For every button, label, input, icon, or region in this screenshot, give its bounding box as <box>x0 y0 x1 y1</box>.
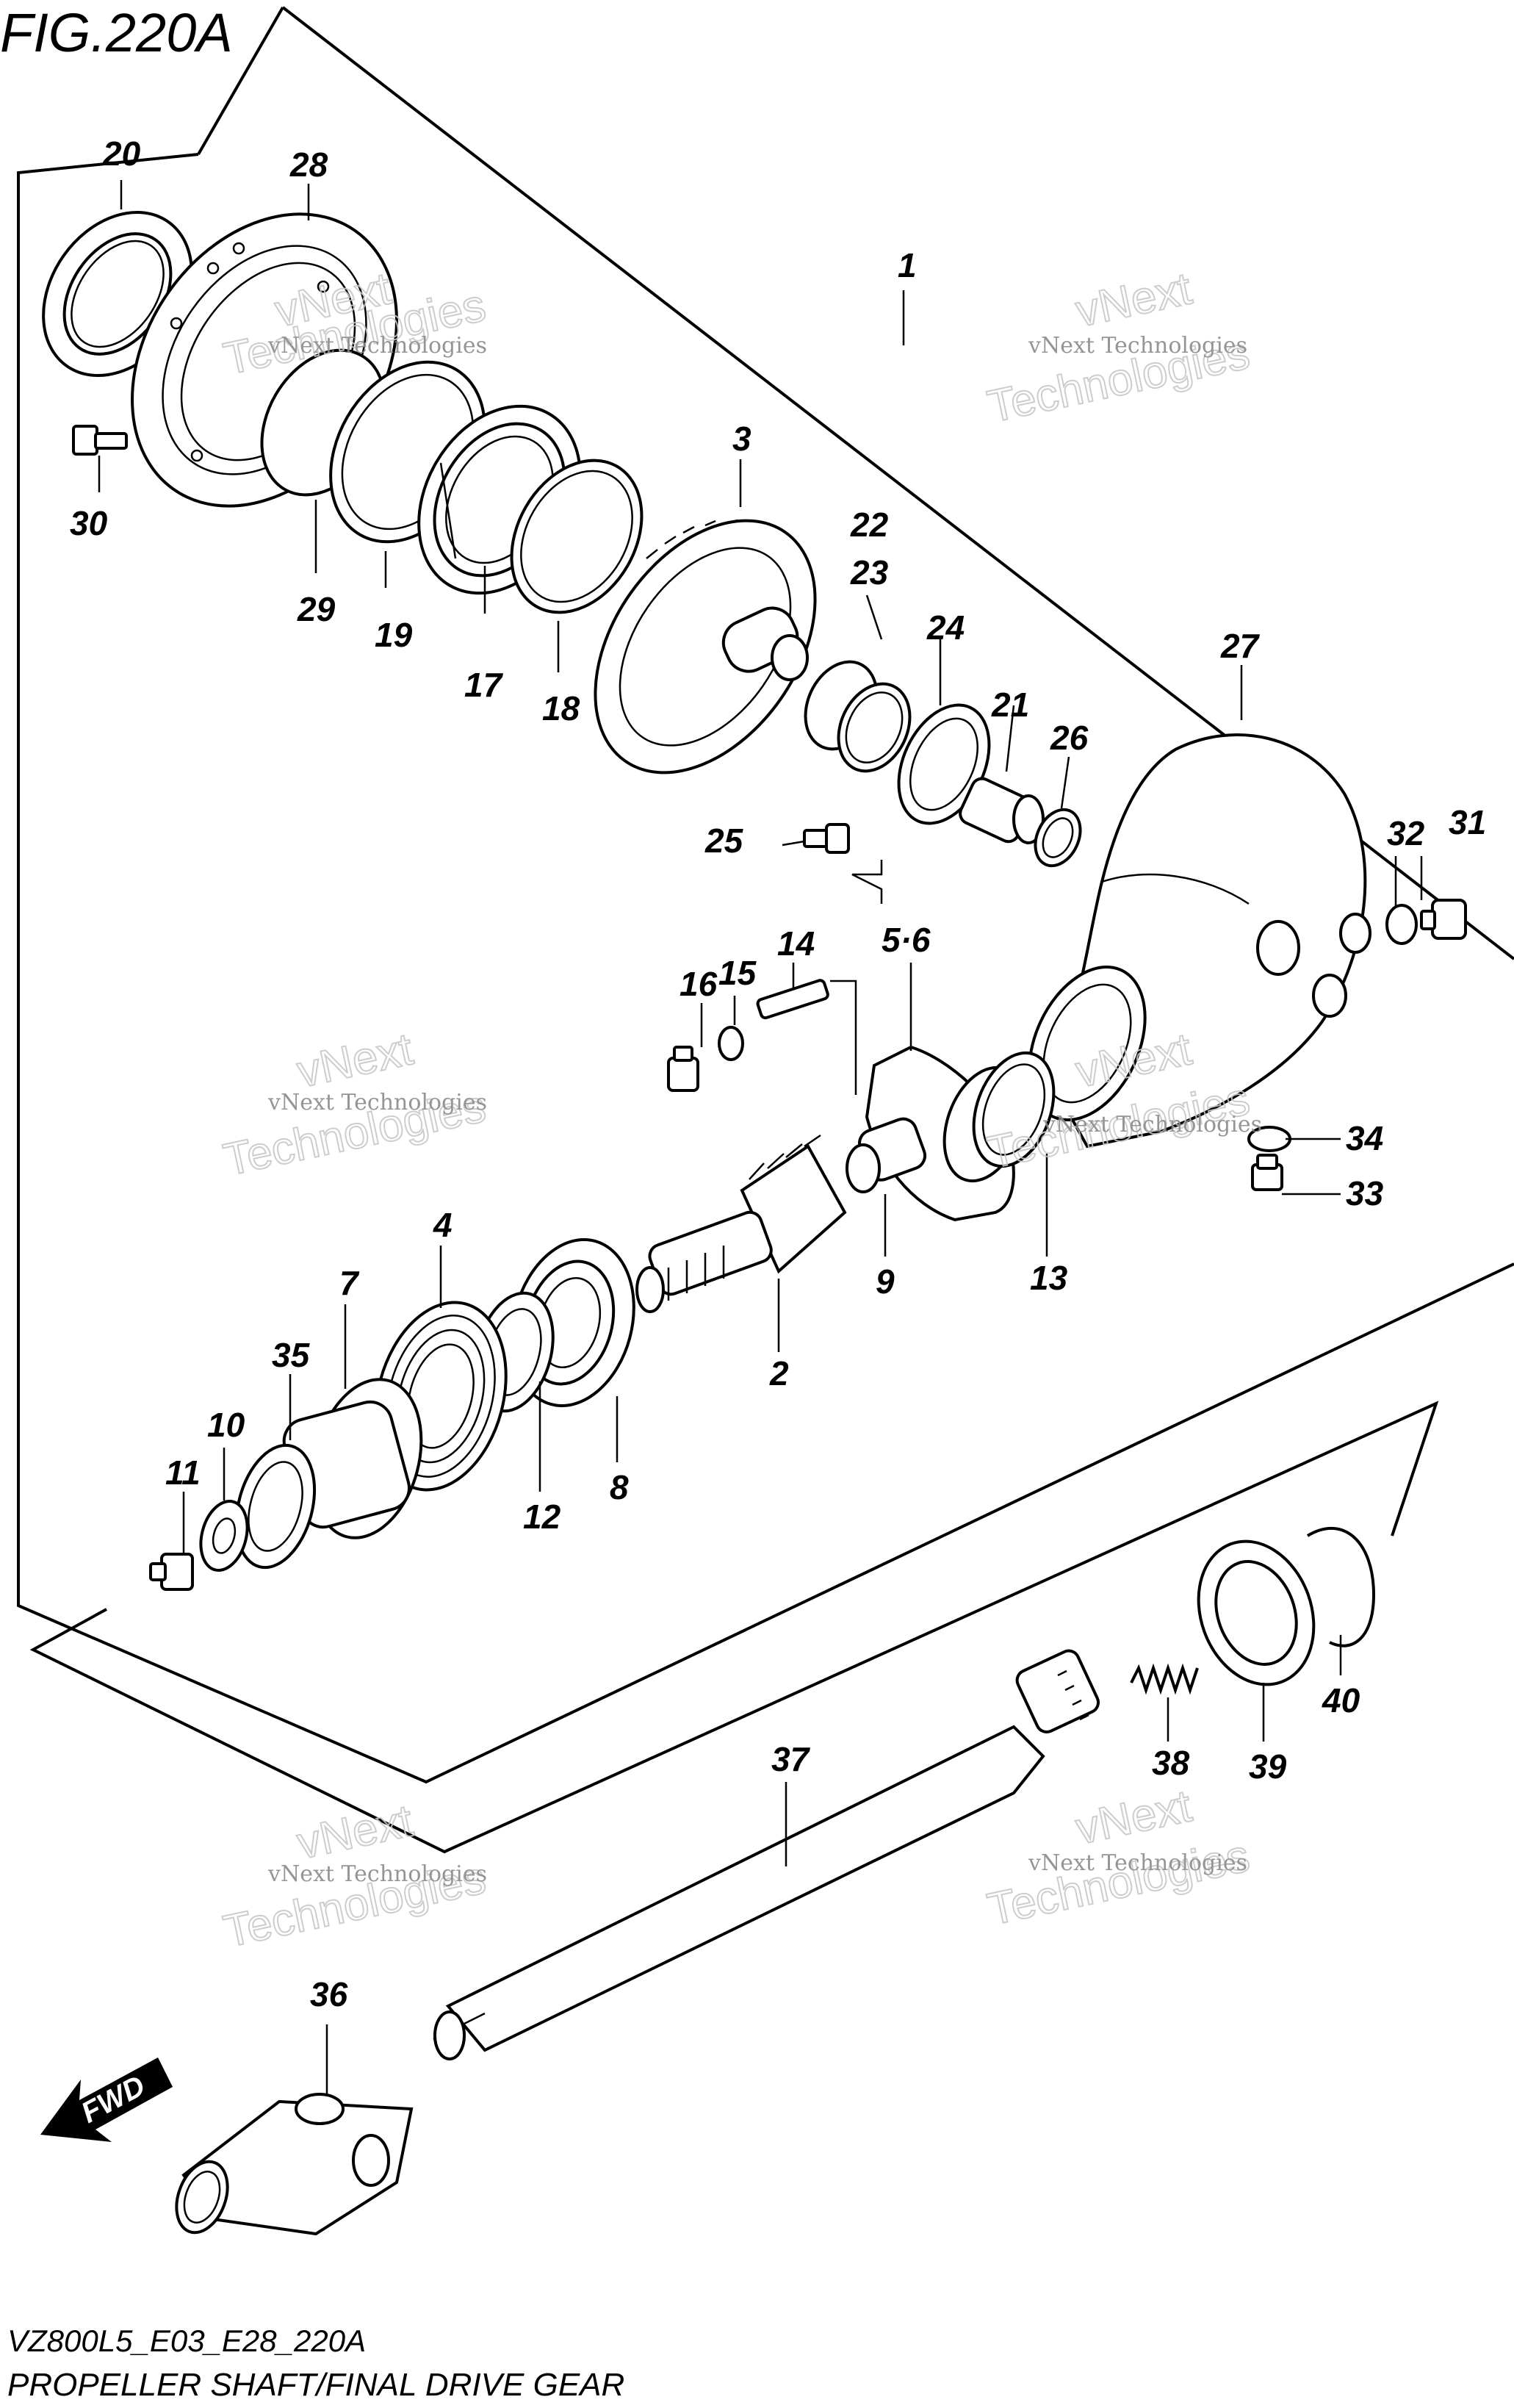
fwd-arrow-icon <box>40 2057 173 2142</box>
svg-text:vNext: vNext <box>293 1795 417 1869</box>
callout-23: 23 <box>850 553 889 592</box>
ring-gear-3[interactable] <box>550 480 861 814</box>
callout-24: 24 <box>926 608 965 647</box>
propeller-shaft-37[interactable] <box>433 1647 1102 2060</box>
oil-seal-26[interactable] <box>1027 802 1089 873</box>
universal-joint-36[interactable] <box>167 2093 414 2240</box>
drain-plug-33[interactable] <box>1251 1154 1283 1191</box>
final-gear-case-27[interactable] <box>1006 733 1371 1149</box>
svg-text:vNext: vNext <box>1072 263 1196 337</box>
callout-19: 19 <box>375 616 413 654</box>
coupling-35[interactable] <box>224 1397 414 1576</box>
shim-13[interactable] <box>930 1042 1069 1193</box>
callout-5-6: 5·6 <box>882 921 931 959</box>
nut-11[interactable] <box>149 1553 194 1591</box>
callout-13: 13 <box>1030 1259 1068 1297</box>
callout-12: 12 <box>523 1498 561 1536</box>
callout-14: 14 <box>777 924 815 963</box>
callout-31: 31 <box>1449 803 1486 841</box>
spring-seat-39[interactable] <box>1179 1525 1333 1700</box>
watermark-top-right: vNext Technologies vNext Technologies <box>983 262 1255 433</box>
callout-1: 1 <box>898 246 917 284</box>
figure-title: FIG.220A <box>0 2 233 63</box>
shim-22-23[interactable] <box>792 650 923 783</box>
callout-20: 20 <box>102 134 141 173</box>
svg-text:vNext Technologies: vNext Technologies <box>267 1861 487 1887</box>
callout-2: 2 <box>769 1354 789 1392</box>
callout-33: 33 <box>1346 1174 1384 1212</box>
callout-32: 32 <box>1387 814 1425 852</box>
shaft-group-outline <box>29 1401 1439 1854</box>
callout-26: 26 <box>1050 719 1089 757</box>
leader-bracket-14 <box>830 980 857 1095</box>
callout-17: 17 <box>464 666 504 704</box>
leader-lines <box>98 180 1423 2094</box>
callout-25: 25 <box>704 822 744 860</box>
svg-text:vNext: vNext <box>1072 1780 1196 1854</box>
nut-16[interactable] <box>667 1046 699 1092</box>
svg-text:vNext Technologies: vNext Technologies <box>267 1090 487 1115</box>
svg-text:vNext Technologies: vNext Technologies <box>1028 1850 1247 1876</box>
svg-text:vNext Technologies: vNext Technologies <box>1042 1112 1262 1137</box>
callout-4: 4 <box>433 1206 453 1244</box>
washer-10[interactable] <box>194 1496 255 1575</box>
callout-30: 30 <box>70 504 108 542</box>
callout-28: 28 <box>289 145 328 184</box>
leader-bracket-24-25 <box>851 860 883 904</box>
spring-38[interactable] <box>1130 1663 1199 1695</box>
assembly-outline-left <box>17 153 1514 1784</box>
circlip-40[interactable] <box>1306 1526 1376 1647</box>
callout-29: 29 <box>297 590 336 628</box>
callout-11: 11 <box>165 1453 201 1492</box>
callout-22: 22 <box>850 506 889 544</box>
needle-bearing-21[interactable] <box>957 775 1045 845</box>
callout-3: 3 <box>732 420 751 458</box>
svg-text:vNext Technologies: vNext Technologies <box>267 333 487 359</box>
callout-39: 39 <box>1249 1747 1287 1786</box>
callout-27: 27 <box>1220 627 1261 665</box>
assembly-outline-top <box>197 7 284 155</box>
callout-38: 38 <box>1152 1744 1190 1782</box>
callout-21: 21 <box>991 686 1029 724</box>
callout-8: 8 <box>610 1468 629 1506</box>
callout-15: 15 <box>718 954 757 992</box>
callout-18: 18 <box>542 689 580 727</box>
fwd-label: FWD <box>76 2069 151 2130</box>
drive-pinion-gear-2[interactable] <box>635 1134 847 1313</box>
oil-filler-plug-31[interactable] <box>1420 899 1467 940</box>
bolt-30[interactable] <box>72 425 128 456</box>
stud-bolt-14[interactable] <box>756 979 829 1020</box>
callout-37: 37 <box>771 1740 811 1778</box>
gasket-32[interactable] <box>1385 904 1418 945</box>
callout-34: 34 <box>1346 1119 1383 1157</box>
callout-9: 9 <box>876 1262 895 1301</box>
callout-labels: 1 2 3 4 5·6 7 8 9 10 11 12 13 14 15 16 1… <box>70 134 1486 2013</box>
figure-code: VZ800L5_E03_E28_220A <box>7 2323 366 2358</box>
callout-7: 7 <box>339 1264 360 1302</box>
callout-36: 36 <box>310 1975 348 2013</box>
watermark-bottom-left: vNext Technologies vNext Technologies <box>219 1794 491 1958</box>
svg-text:vNext: vNext <box>293 1024 417 1097</box>
callout-35: 35 <box>272 1336 311 1374</box>
svg-text:vNext Technologies: vNext Technologies <box>1028 333 1247 359</box>
shim-18[interactable] <box>486 437 668 636</box>
figure-caption: PROPELLER SHAFT/FINAL DRIVE GEAR <box>7 2367 624 2403</box>
bolt-25[interactable] <box>803 823 850 854</box>
washer-15[interactable] <box>718 1026 744 1061</box>
callout-10: 10 <box>207 1406 245 1444</box>
fwd-direction-badge: FWD <box>40 2057 173 2142</box>
watermark-bottom-right: vNext Technologies vNext Technologies <box>983 1780 1255 1936</box>
watermark-mid-left: vNext Technologies vNext Technologies <box>219 1023 491 1186</box>
callout-16: 16 <box>680 965 718 1003</box>
callout-40: 40 <box>1322 1681 1360 1719</box>
